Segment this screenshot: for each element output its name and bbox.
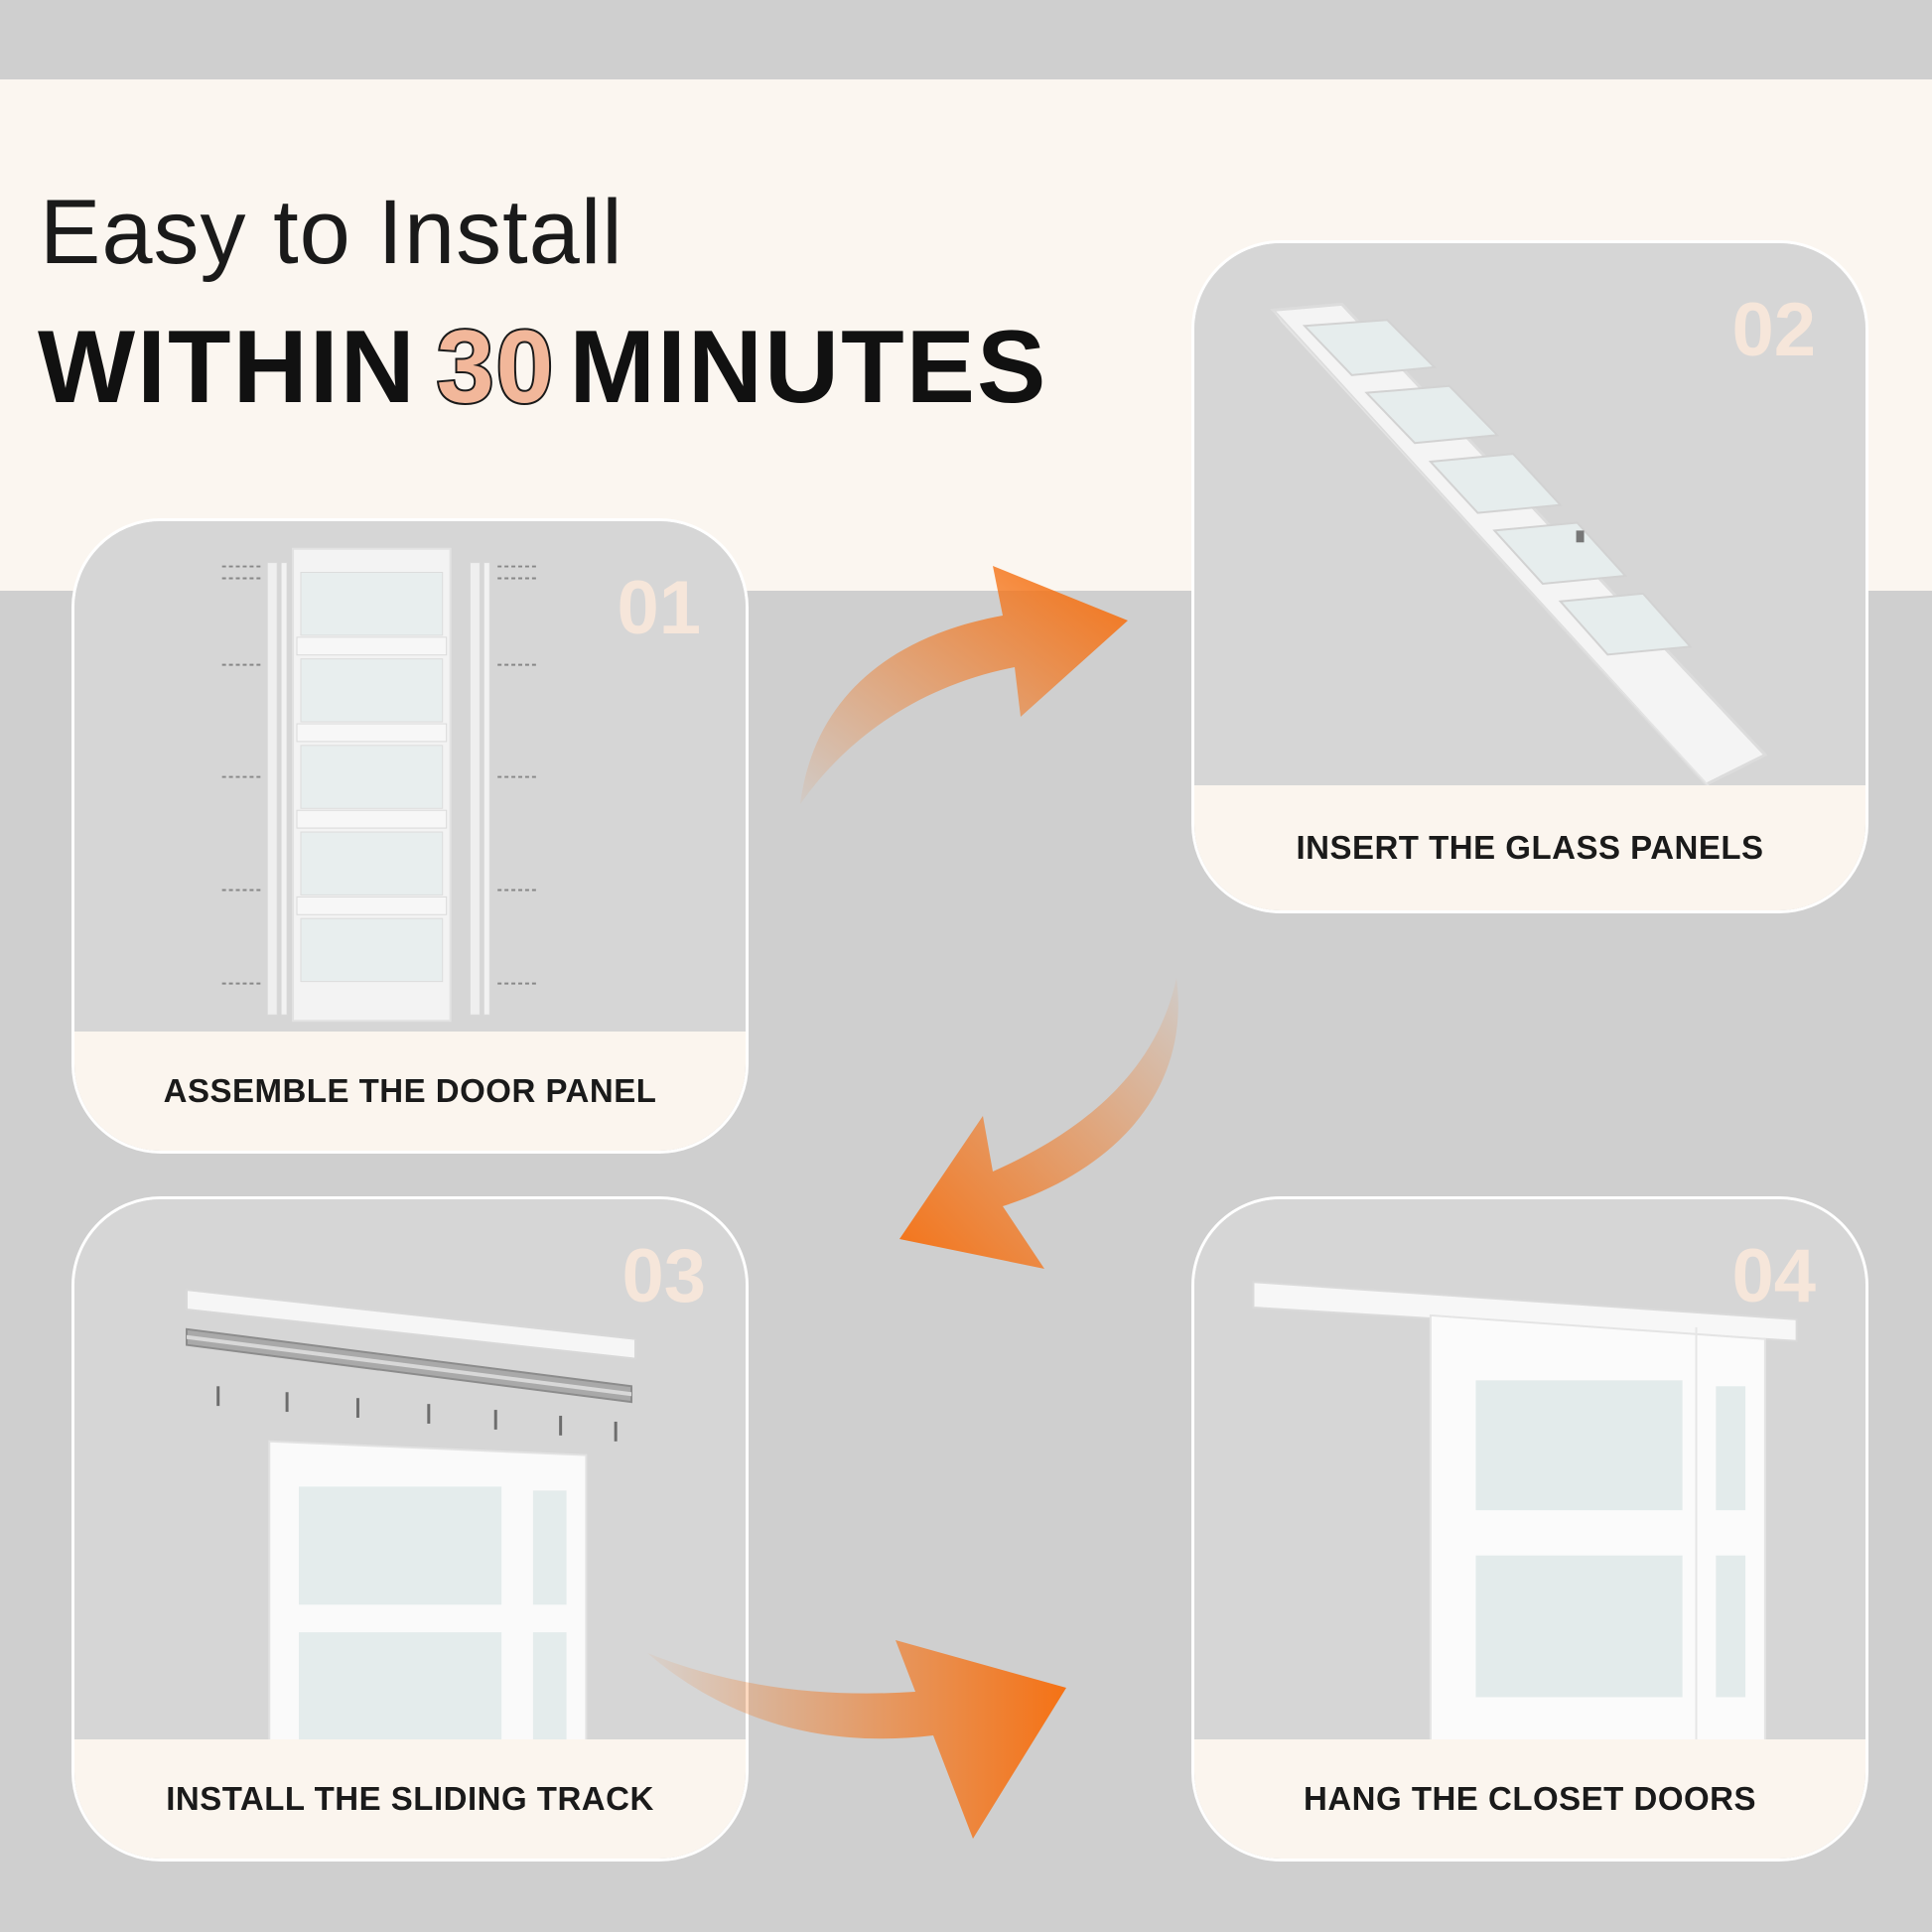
step-label-bar-02: INSERT THE GLASS PANELS [1194, 785, 1865, 910]
step-label-bar-03: INSTALL THE SLIDING TRACK [74, 1739, 746, 1859]
step-card-03: 03 INSTALL THE SLIDING TRACK [71, 1196, 749, 1862]
step-label-bar-01: ASSEMBLE THE DOOR PANEL [74, 1032, 746, 1151]
step-card-01: 01 ASSEMBLE THE DOOR PANEL [71, 518, 749, 1154]
step-label-03: INSTALL THE SLIDING TRACK [166, 1780, 654, 1817]
title-within-word: WITHIN [38, 310, 417, 425]
title-easy-to-install: Easy to Install [40, 182, 623, 283]
title-minutes-word: MINUTES [569, 310, 1048, 425]
step-card-02: 02 INSERT THE GLASS PANELS [1191, 240, 1868, 913]
title-minutes-number: 30 [435, 310, 556, 425]
step-label-02: INSERT THE GLASS PANELS [1296, 829, 1764, 866]
step-card-04: 04 HANG THE CLOSET DOORS [1191, 1196, 1868, 1862]
step-number-02: 02 [1731, 288, 1816, 372]
step-number-01: 01 [617, 566, 701, 650]
step-number-03: 03 [621, 1234, 706, 1318]
arrow-step1-to-step2-icon [800, 566, 1128, 804]
step-label-01: ASSEMBLE THE DOOR PANEL [163, 1072, 657, 1109]
step-label-bar-04: HANG THE CLOSET DOORS [1194, 1739, 1865, 1859]
arrow-step2-to-step3-icon [899, 978, 1178, 1269]
step-label-04: HANG THE CLOSET DOORS [1303, 1780, 1757, 1817]
step-number-04: 04 [1731, 1234, 1816, 1318]
